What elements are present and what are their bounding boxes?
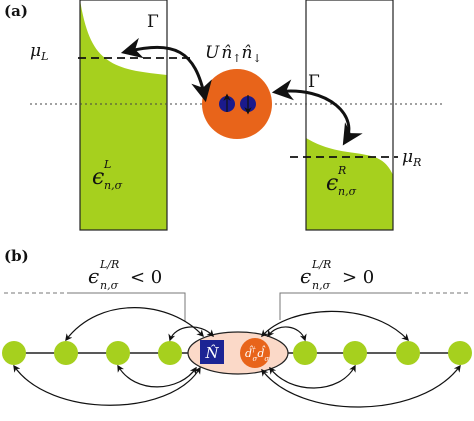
svg-text:n,σ: n,σ — [104, 179, 123, 192]
left-connector-line — [70, 292, 186, 322]
svg-text:ϵ: ϵ — [92, 165, 104, 190]
svg-text:ϵ: ϵ — [326, 171, 338, 196]
right-lead-fill — [306, 138, 393, 230]
site-left-4 — [2, 341, 26, 365]
eps-negative-label: ϵ L/R n,σ < 0 — [88, 258, 162, 292]
mu-right-label: μR — [402, 147, 421, 169]
site-left-3 — [54, 341, 78, 365]
site-right-2 — [343, 341, 367, 365]
right-connector-line — [279, 292, 408, 320]
arc-right-2-lower — [269, 364, 356, 389]
svg-text:L/R: L/R — [311, 258, 331, 271]
arc-left-1-upper — [168, 326, 214, 342]
N-operator-box — [200, 340, 224, 364]
eps-positive-label: ϵ L/R n,σ > 0 — [300, 258, 374, 292]
gamma-right-arrow-icon — [271, 79, 363, 146]
svg-text:L/R: L/R — [99, 258, 119, 271]
panel-a-label: (a) — [4, 2, 28, 20]
arc-right-3-upper — [261, 310, 409, 342]
eps-right-label: ϵ R n,σ — [326, 164, 357, 198]
panel-b-label: (b) — [4, 247, 29, 265]
left-lead — [78, 0, 192, 231]
svg-text:n,σ: n,σ — [312, 279, 331, 292]
mu-left-label: μL — [30, 41, 48, 63]
arc-left-3-upper — [65, 307, 204, 342]
arc-right-1-upper — [267, 326, 307, 342]
gamma-left-label: Γ — [147, 12, 159, 32]
svg-text:< 0: < 0 — [130, 267, 162, 288]
svg-text:n,σ: n,σ — [338, 185, 357, 198]
svg-text:ϵ: ϵ — [300, 264, 311, 288]
arc-left-2-lower — [117, 364, 197, 388]
d-operator-circle — [240, 338, 270, 368]
svg-text:R: R — [337, 164, 346, 177]
d-operator-label: d̂†σd̂σ — [245, 346, 269, 363]
site-right-4 — [448, 341, 472, 365]
arc-right-4-lower — [261, 364, 461, 408]
gamma-left-arrow-icon — [120, 37, 212, 103]
eps-left-label: ϵ L n,σ — [92, 158, 123, 192]
site-left-1 — [158, 341, 182, 365]
left-lead-box — [79, 0, 168, 231]
N-operator-label: N̂ — [204, 344, 219, 362]
gamma-right-label: Γ — [308, 72, 320, 92]
dot-circle — [202, 69, 272, 139]
svg-text:L: L — [103, 158, 111, 171]
site-right-1 — [293, 341, 317, 365]
quantum-dot — [202, 69, 272, 139]
site-left-2 — [106, 341, 130, 365]
svg-text:n,σ: n,σ — [100, 279, 119, 292]
site-right-3 — [396, 341, 420, 365]
svg-text:> 0: > 0 — [342, 267, 374, 288]
left-lead-fill — [80, 0, 167, 230]
arc-left-4-lower — [13, 364, 201, 406]
svg-text:ϵ: ϵ — [88, 264, 99, 288]
